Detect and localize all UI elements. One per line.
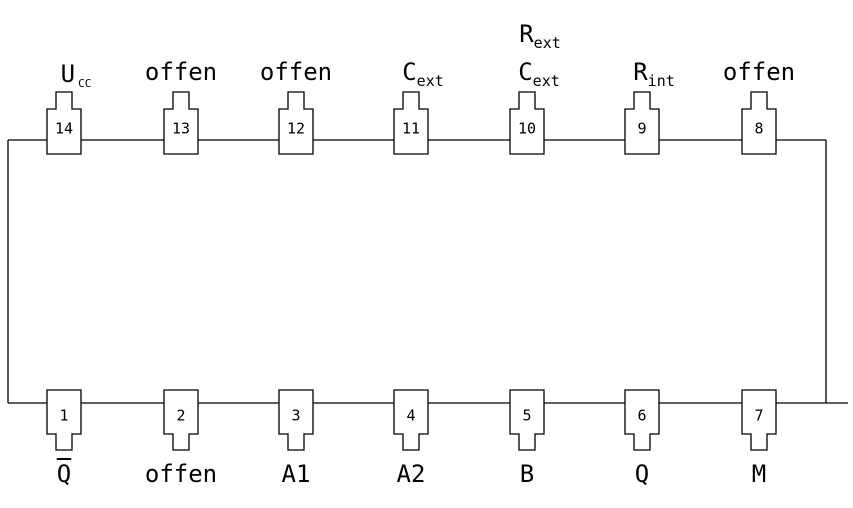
- pin-label-6: Q: [635, 462, 649, 486]
- pin-number-6: 6: [637, 406, 647, 425]
- pin-label-4: A2: [397, 462, 426, 486]
- pin-label-12: offen: [260, 60, 332, 84]
- pin-label-13: offen: [145, 60, 217, 84]
- pin-6: [624, 389, 660, 451]
- pin-label-8: offen: [723, 60, 795, 84]
- pin-label-text: C: [402, 58, 417, 86]
- pin-10: [509, 91, 545, 155]
- pin-label-text: Q: [634, 460, 650, 488]
- pin-label-1: Q: [57, 462, 71, 486]
- pin-label-text: offen: [259, 58, 333, 86]
- pin-label-subscript: ext: [532, 72, 560, 90]
- pin-label-subscript: CC: [78, 77, 92, 90]
- pin-label-9: Rint: [633, 58, 675, 89]
- pin-label-text: A1: [281, 460, 311, 488]
- pin-number-13: 13: [171, 119, 191, 138]
- pin-number-10: 10: [517, 119, 537, 138]
- pin-12: [278, 91, 314, 155]
- pin-9: [624, 91, 660, 155]
- pin-8: [741, 91, 777, 155]
- pin-4: [393, 389, 429, 451]
- pin-number-8: 8: [754, 119, 764, 138]
- pin-label-3: A1: [282, 462, 311, 486]
- pin-label-text: offen: [144, 460, 218, 488]
- pin-label-7: M: [752, 462, 766, 486]
- pin-label-text: U: [60, 60, 76, 88]
- pin-number-1: 1: [59, 406, 69, 425]
- pin-label-text: R: [519, 20, 534, 48]
- pin-number-11: 11: [401, 119, 421, 138]
- pin-3: [278, 389, 314, 451]
- pin-label-text: Q: [56, 460, 72, 488]
- pin-label-text: C: [518, 58, 533, 86]
- pin-label-text: B: [519, 460, 535, 488]
- pin-1: [46, 389, 82, 451]
- pin-label-text: M: [751, 460, 767, 488]
- pin-7: [741, 389, 777, 451]
- pin-14: [46, 91, 82, 155]
- pin-label-10-secondary: Rext: [519, 20, 561, 51]
- pin-label-text: offen: [722, 58, 796, 86]
- pin-number-14: 14: [54, 119, 74, 138]
- pin-2: [163, 389, 199, 451]
- pin-label-2: offen: [145, 462, 217, 486]
- pin-number-5: 5: [522, 406, 532, 425]
- pin-label-text: R: [633, 58, 648, 86]
- pin-number-3: 3: [291, 406, 301, 425]
- pin-label-text: offen: [144, 58, 218, 86]
- pin-label-11: Cext: [402, 58, 444, 89]
- pin-number-4: 4: [406, 406, 416, 425]
- pin-number-7: 7: [754, 406, 764, 425]
- pin-13: [163, 91, 199, 155]
- pin-label-text: A2: [396, 460, 426, 488]
- pin-label-5: B: [520, 462, 534, 486]
- pin-label-subscript: ext: [533, 34, 561, 52]
- pin-label-subscript: ext: [416, 72, 444, 90]
- pin-number-9: 9: [637, 119, 647, 138]
- pin-label-10: Cext: [518, 58, 560, 89]
- pin-number-2: 2: [176, 406, 186, 425]
- pin-label-subscript: int: [647, 72, 675, 90]
- pin-5: [509, 389, 545, 451]
- pin-number-12: 12: [286, 119, 306, 138]
- pin-11: [393, 91, 429, 155]
